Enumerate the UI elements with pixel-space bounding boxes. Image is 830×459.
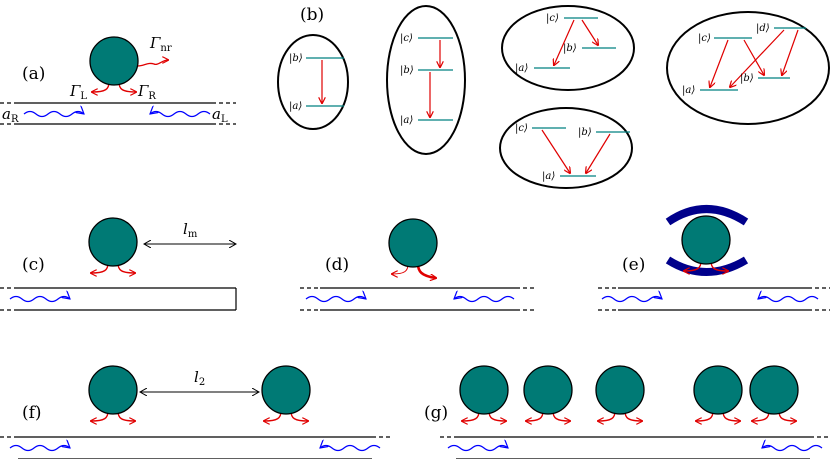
svg-text:|a⟩: |a⟩	[400, 115, 413, 126]
atom-icon	[750, 366, 798, 421]
atom-icon	[694, 366, 742, 421]
waveguide	[0, 102, 236, 125]
panel-c: (c) lm	[0, 218, 237, 311]
lambda-scheme: |c⟩ |b⟩ |a⟩	[499, 107, 633, 189]
svg-text:|b⟩: |b⟩	[578, 127, 592, 138]
svg-text:|c⟩: |c⟩	[546, 13, 559, 24]
svg-text:|c⟩: |c⟩	[698, 33, 711, 44]
panel-g: (g)	[424, 366, 830, 459]
wave-arrow-icon	[602, 297, 662, 302]
svg-text:|d⟩: |d⟩	[756, 23, 770, 34]
waveguide	[0, 436, 392, 459]
panel-a: (a) Γnr ΓL ΓR aR aL	[0, 34, 236, 125]
panel-label-a: (a)	[22, 64, 45, 84]
wave-arrow-icon	[758, 297, 818, 302]
wave-arrow-icon	[448, 446, 508, 451]
two-level-scheme: |b⟩ |a⟩	[277, 34, 349, 130]
svg-text:|b⟩: |b⟩	[740, 73, 754, 84]
svg-text:|b⟩: |b⟩	[563, 43, 577, 54]
atom-icon	[524, 366, 572, 421]
l-m-label: lm	[183, 220, 198, 240]
a-r-label: aR	[2, 105, 19, 125]
panel-label-f: (f)	[22, 403, 42, 423]
panel-b: (b) |b⟩ |a⟩ |c⟩ |b⟩ |a⟩	[277, 5, 830, 189]
ladder-scheme: |c⟩ |b⟩ |a⟩	[386, 5, 466, 155]
gamma-l-label: ΓL	[69, 82, 87, 102]
panel-label-e: (e)	[622, 255, 645, 275]
atom-icon	[89, 218, 137, 273]
wave-arrow-icon	[10, 446, 70, 451]
waveguide-mirror	[0, 287, 237, 311]
atom-icon	[596, 366, 644, 421]
a-l-label: aL	[212, 105, 228, 125]
svg-text:|a⟩: |a⟩	[289, 101, 302, 112]
panel-label-c: (c)	[22, 255, 45, 275]
wave-arrow-icon	[454, 297, 514, 302]
atom-icon	[262, 366, 310, 421]
panel-label-d: (d)	[325, 255, 349, 275]
svg-text:|b⟩: |b⟩	[289, 53, 303, 64]
waveguide	[440, 436, 830, 459]
atom-icon	[682, 216, 730, 271]
l-2-label: l2	[194, 368, 205, 388]
wave-arrow-icon	[24, 112, 84, 117]
wave-arrow-icon	[150, 112, 210, 117]
panel-label-g: (g)	[424, 403, 448, 423]
atom-icon	[89, 366, 137, 421]
panel-d: (d)	[300, 218, 536, 311]
cavity-mirror-icon	[665, 256, 749, 276]
svg-text:|c⟩: |c⟩	[515, 123, 528, 134]
cavity-mirror-icon	[665, 205, 749, 226]
waveguide	[598, 287, 830, 311]
atom-icon	[460, 366, 508, 421]
gamma-nr-label: Γnr	[149, 34, 172, 54]
atom-icon	[388, 218, 438, 278]
svg-text:|b⟩: |b⟩	[400, 65, 414, 76]
panel-f: (f) l2	[0, 366, 392, 459]
v-scheme: |c⟩ |a⟩ |b⟩	[501, 5, 635, 91]
wave-arrow-icon	[320, 446, 380, 451]
svg-text:|c⟩: |c⟩	[400, 33, 413, 44]
waveguide	[300, 287, 536, 311]
svg-text:|a⟩: |a⟩	[682, 85, 695, 96]
svg-text:|a⟩: |a⟩	[515, 63, 528, 74]
panel-label-b: (b)	[300, 5, 324, 25]
atom-icon	[90, 37, 168, 92]
panel-e: (e)	[598, 205, 830, 311]
wave-arrow-icon	[306, 297, 366, 302]
wave-arrow-icon	[762, 446, 822, 451]
wave-arrow-icon	[10, 297, 70, 302]
gamma-r-label: ΓR	[137, 82, 156, 102]
four-level-scheme: |c⟩ |d⟩ |a⟩ |b⟩	[666, 11, 830, 125]
svg-text:|a⟩: |a⟩	[542, 171, 555, 182]
